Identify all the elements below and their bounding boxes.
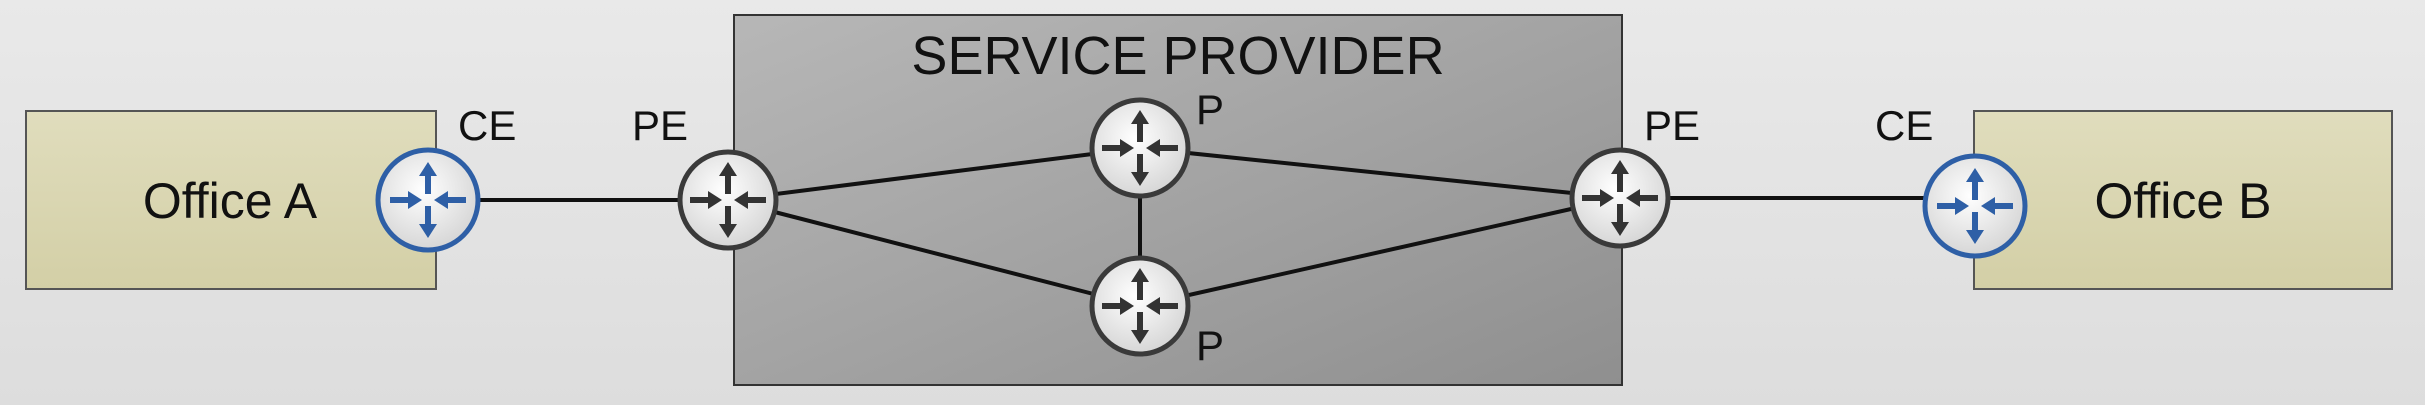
p-top-router-icon[interactable] bbox=[1089, 97, 1191, 199]
ce-left-router-icon[interactable] bbox=[375, 147, 481, 253]
link-p-top-pe-right bbox=[1139, 146, 1621, 200]
pe-left-router-icon[interactable] bbox=[677, 149, 779, 251]
office-a-label: Office A bbox=[143, 173, 318, 229]
link-p-bottom-pe-right bbox=[1139, 196, 1621, 308]
label-p-bottom: P bbox=[1196, 322, 1224, 369]
service-provider-title: SERVICE PROVIDER bbox=[911, 26, 1444, 86]
label-pe-right: PE bbox=[1644, 102, 1700, 149]
link-pe-left-p-top bbox=[727, 146, 1141, 202]
office-a-box bbox=[25, 110, 437, 290]
ce-right-router-icon[interactable] bbox=[1922, 153, 2028, 259]
office-b-label: Office B bbox=[2095, 173, 2272, 229]
p-bottom-router-icon[interactable] bbox=[1089, 255, 1191, 357]
office-b-box bbox=[1973, 110, 2393, 290]
label-pe-left: PE bbox=[632, 102, 688, 149]
pe-right-router-icon[interactable] bbox=[1569, 147, 1671, 249]
label-ce-left: CE bbox=[458, 102, 516, 149]
label-ce-right: CE bbox=[1875, 102, 1933, 149]
link-pe-left-p-bottom bbox=[727, 198, 1141, 308]
label-p-top: P bbox=[1196, 86, 1224, 133]
